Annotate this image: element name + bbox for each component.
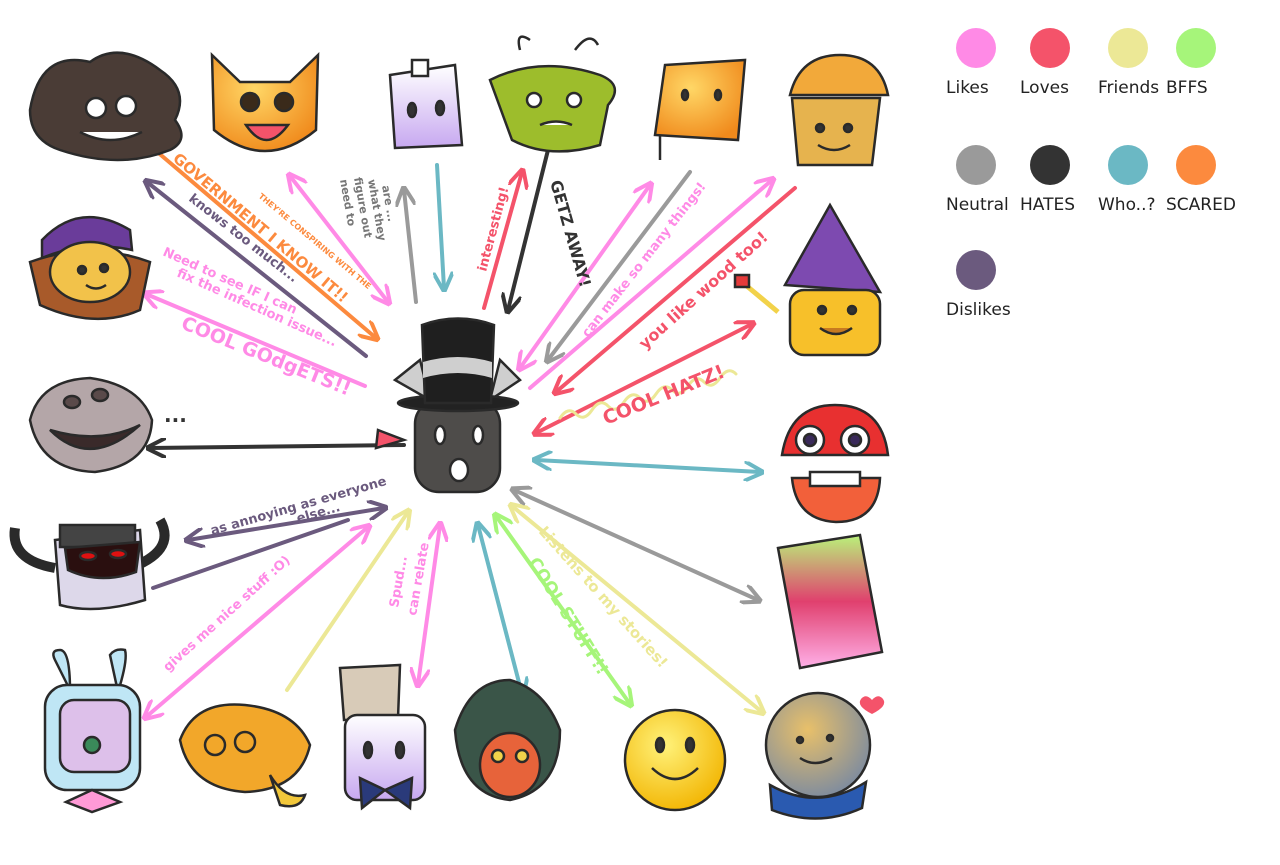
arrow-hatz-squiggle [558,369,738,420]
legend-label-hates: HATES [1020,195,1075,215]
arrow-gray-gradient [514,490,758,600]
characters [9,35,890,820]
character-rock [28,376,154,474]
note-nice: gives me nice stuff :O) [161,553,294,675]
arrow-dislike-horns [151,518,350,590]
legend-label-neutral: Neutral [946,195,1009,215]
legend-swatch-loves [1030,28,1070,68]
legend-swatch-dislikes [956,250,996,290]
character-gradient-block [776,533,884,670]
arrow-teal-skull [536,460,760,472]
arrow-pink-cat [290,176,388,302]
character-bunny-hood [43,648,142,814]
character-party-hat [733,202,883,357]
legend-swatch-scared [1176,145,1216,185]
legend-label-who: Who..? [1098,195,1156,215]
arrow-getz [508,148,550,310]
legend-swatch-likes [956,28,996,68]
legend-swatch-friends [1108,28,1148,68]
arrow-spud [418,525,440,684]
legend-swatch-who [1108,145,1148,185]
arrow-teal-top [437,163,444,288]
arrow-infection [146,294,367,388]
center-tophat-character [374,317,522,494]
arrow-rock [150,445,406,448]
character-horns [9,517,170,611]
character-paper [388,58,464,150]
legend-swatch-hates [1030,145,1070,185]
legend-label-likes: Likes [946,78,989,98]
character-ball-scarf [764,691,885,820]
character-green-antenna [488,35,617,153]
character-glasses-hair [28,51,183,162]
legend-swatch-bffs [1176,28,1216,68]
note-getz: GETZ AWAY! [546,178,595,289]
note-cool-stuff: COOL STUFF!! [524,554,612,679]
character-bucket-bowtie [338,663,427,811]
arrow-knows [147,182,368,358]
legend-label-dislikes: Dislikes [946,300,1011,320]
character-pumpkin-glasses [178,703,312,808]
character-beanie [28,215,152,321]
note-figure-4: are ... [379,184,398,222]
heart-icon [859,696,885,714]
arrow-gray-paper [404,190,418,304]
character-red-horn [453,678,562,802]
legend: Likes Loves Friends BFFS Neutral HATES Who..? S… [946,28,1236,320]
arrow-yellow-pumpkin [285,512,408,692]
relationship-arrows [146,148,797,717]
arrow-hatz [536,324,752,433]
character-fries [653,58,747,160]
note-hatz: COOL HATZ! [600,361,728,430]
legend-label-loves: Loves [1020,78,1069,98]
legend-swatch-neutral [956,145,996,185]
legend-label-scared: SCARED [1166,195,1236,215]
legend-label-friends: Friends [1098,78,1159,98]
note-dots: ... [164,403,187,427]
legend-label-bffs: BFFS [1166,78,1208,98]
arrow-nice-stuff [146,527,368,717]
character-builder [788,53,890,167]
character-skull-mushroom [780,403,890,524]
character-smiley [623,708,727,812]
character-orange-cat [210,51,320,153]
arrow-teal-horn [478,525,522,694]
note-annoying-1: as annoying as everyone [209,474,389,539]
